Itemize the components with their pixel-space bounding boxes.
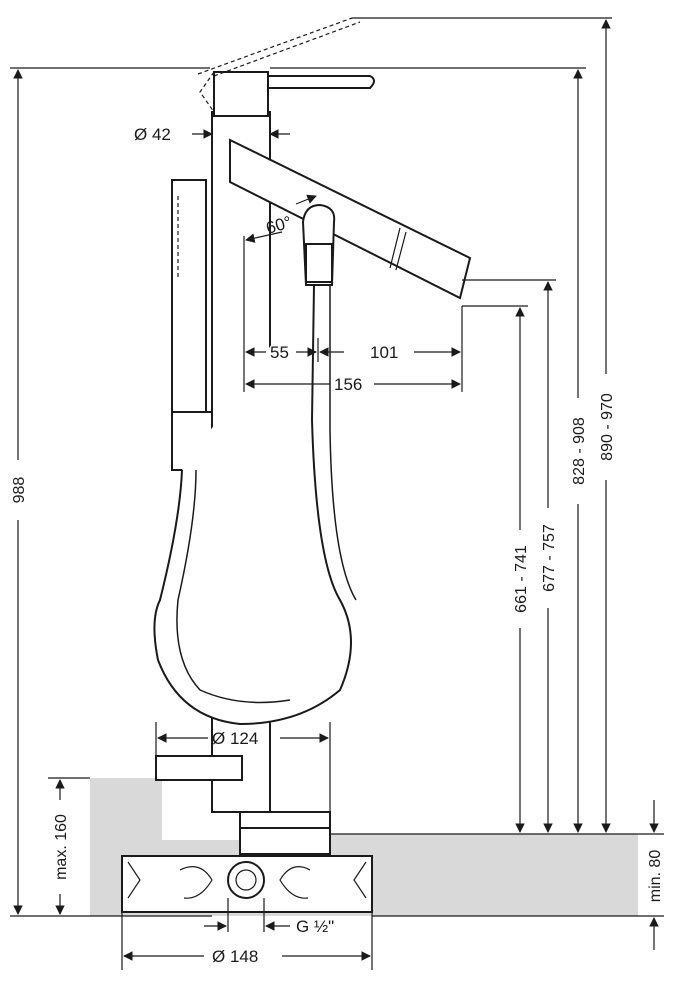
mixer-body (121, 17, 472, 913)
label-offset-55: 55 (270, 343, 289, 362)
extension-lines (10, 17, 664, 970)
label-range-828-908: 828 - 908 (571, 417, 588, 485)
dimension-lines (13, 19, 659, 961)
label-spout-diameter: Ø 42 (134, 125, 171, 144)
label-range-661-741: 661 - 741 (513, 545, 530, 613)
label-offset-101: 101 (370, 343, 398, 362)
label-range-677-757: 677 - 757 (541, 524, 558, 592)
label-base-diameter: Ø 124 (212, 729, 258, 748)
label-min-80: min. 80 (647, 850, 664, 903)
label-range-890-970: 890 - 970 (599, 393, 616, 461)
label-max-160: max. 160 (53, 814, 70, 880)
label-flange-diameter: Ø 148 (212, 947, 258, 966)
label-offset-156: 156 (334, 375, 362, 394)
label-thread: G ½" (296, 917, 334, 936)
dimension-labels: Ø 42 60° 55 101 156 Ø 124 G ½" Ø 148 988… (11, 125, 664, 966)
label-total-height: 988 (11, 477, 28, 504)
